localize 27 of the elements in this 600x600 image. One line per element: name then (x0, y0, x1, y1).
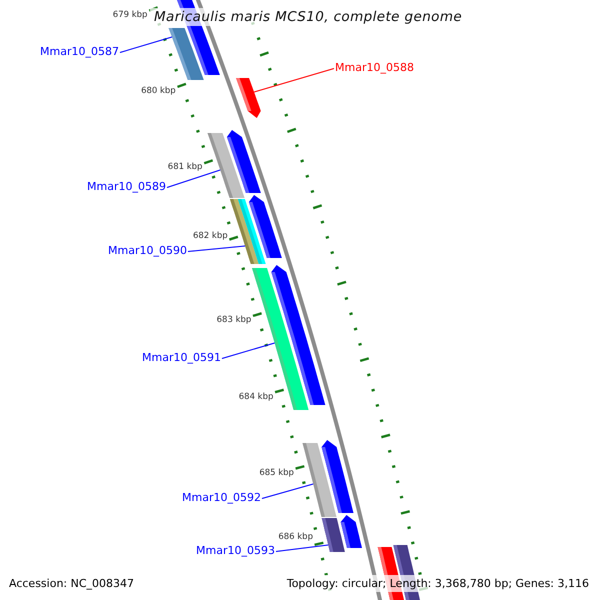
scale-label: 681 kbp (168, 162, 202, 174)
leader-line (166, 170, 221, 188)
gene-label: Mmar10_0587 (40, 45, 119, 58)
leader-line (254, 68, 334, 92)
scale-label: 680 kbp (141, 86, 176, 97)
scale-label: 682 kbp (192, 230, 228, 242)
gene-label: Mmar10_0593 (196, 544, 275, 557)
gene-bar (208, 133, 245, 198)
gene-label: Mmar10_0590 (108, 244, 187, 257)
gene-bar (322, 518, 345, 552)
scale-label: 684 kbp (238, 392, 274, 402)
gene-feature (236, 78, 261, 118)
gene-label: Mmar10_0591 (142, 351, 221, 364)
gene-label: Mmar10_0592 (182, 491, 261, 504)
leader-line (187, 246, 246, 252)
gene-bar (168, 28, 204, 80)
scale-label: 685 kbp (259, 468, 294, 479)
scale-label: 686 kbp (278, 532, 313, 544)
leader-line (261, 484, 314, 499)
gene-label: Mmar10_0589 (87, 180, 166, 193)
gene-bar (230, 199, 266, 264)
scale-label: 683 kbp (216, 315, 252, 326)
scale-label: 679 kbp (112, 10, 148, 20)
gene-label: Mmar10_0588 (335, 61, 414, 74)
leader-line (275, 544, 329, 552)
leader-line (221, 342, 276, 359)
gene-bar (302, 443, 336, 517)
